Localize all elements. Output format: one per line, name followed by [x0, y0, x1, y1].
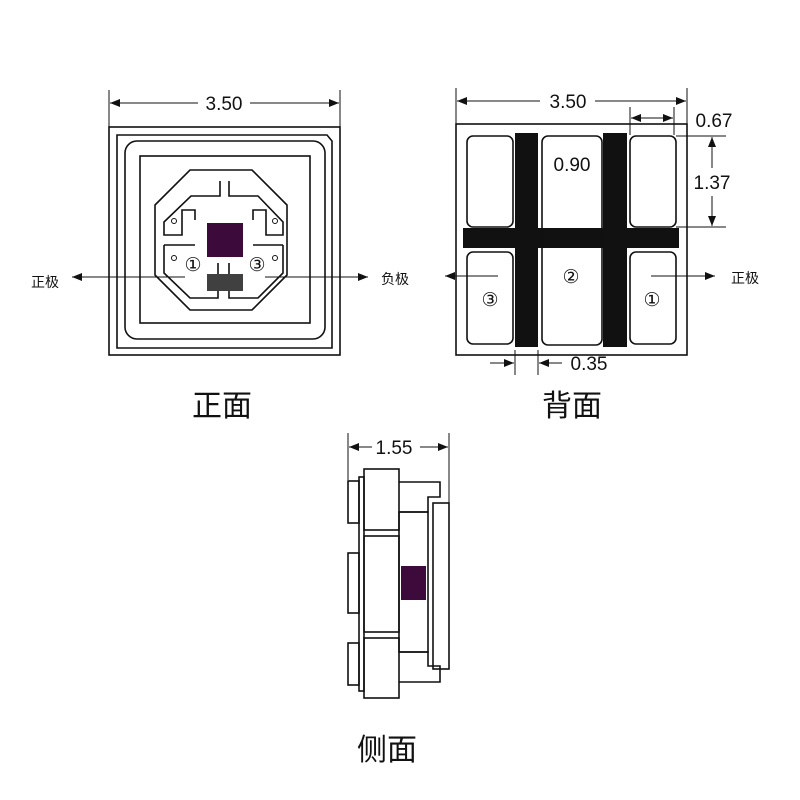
side-pad-bottom	[363, 637, 400, 699]
back-positive-label: 正极	[731, 271, 759, 287]
side-led-die	[401, 566, 426, 600]
cross-bar	[463, 228, 679, 248]
back-view: 3.50 0.90 0.67 1.37 0.35 ② ③ ① 正极	[445, 88, 759, 424]
back-pin-3: ③	[481, 290, 498, 311]
package-outline	[108, 126, 341, 356]
side-pad-top	[363, 468, 400, 531]
trace-top-left	[163, 181, 221, 236]
bar-width-dim: 0.35	[571, 354, 608, 375]
pad-bottom-left	[466, 251, 514, 345]
front-view-title: 正面	[192, 389, 252, 424]
back-pin-2: ②	[562, 267, 579, 288]
side-pad-middle	[363, 535, 400, 633]
front-pin-1: ①	[184, 255, 201, 276]
pad-top-left	[466, 135, 514, 228]
side-view: 1.55 侧面	[347, 433, 450, 768]
trace-top-right	[228, 181, 284, 236]
back-width-dimension: 3.50	[455, 88, 688, 124]
center-pad	[541, 135, 603, 346]
center-pad-dim: 0.90	[554, 155, 591, 176]
cup-outline	[124, 140, 326, 340]
front-pin-3: ③	[248, 255, 265, 276]
front-width-dimension: 3.50	[108, 90, 341, 127]
inner-cavity	[139, 155, 311, 324]
front-positive-label: 正极	[31, 275, 59, 291]
back-pin-1: ①	[643, 290, 660, 311]
front-negative-label: 负极	[381, 272, 409, 288]
back-width-label: 3.50	[550, 92, 587, 113]
back-outline	[455, 123, 688, 356]
substrate-octagon	[154, 169, 288, 311]
side-thickness-dim: 1.55	[376, 438, 413, 459]
pad-bottom-right	[629, 251, 677, 345]
side-lens	[432, 502, 450, 670]
side-view-title: 侧面	[357, 733, 417, 768]
front-view: 3.50 ① ③ 正极 负极 正面	[31, 90, 409, 424]
back-view-title: 背面	[542, 389, 602, 424]
led-die	[207, 223, 243, 257]
lens-outline	[116, 134, 333, 349]
zener-chip	[207, 274, 243, 291]
front-width-label: 3.50	[206, 94, 243, 115]
pad-height-dim: 1.37	[694, 173, 731, 194]
pad-width-dim: 0.67	[696, 111, 733, 132]
pad-top-right	[629, 135, 677, 228]
